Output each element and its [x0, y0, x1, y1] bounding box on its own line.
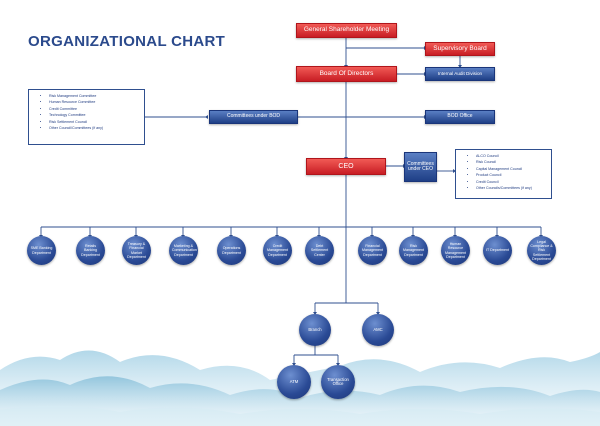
list-item: Credit Committee [49, 106, 138, 112]
node-bod-office: BOD Office [425, 110, 495, 124]
node-board-of-directors: Board Of Directors [296, 66, 397, 82]
atm-label: ATM [289, 378, 299, 384]
list-item: Risk Management Committee [49, 93, 138, 99]
node-amc: AMC [362, 314, 394, 346]
amc-label: AMC [373, 326, 383, 332]
branch-label: Branch [308, 326, 322, 332]
list-item: Risk Council [476, 159, 545, 165]
node-transaction-office: Transaction Office [321, 365, 355, 399]
arrow-head-icon [336, 363, 340, 366]
dept-label: Risk Management Department [403, 244, 424, 257]
dept-risk-management: Risk Management Department [399, 236, 428, 265]
dept-label: SME Banking Department [30, 246, 53, 255]
dept-label: Legal Compliance & Risk Settlement Depar… [530, 239, 553, 261]
node-atm: ATM [277, 365, 311, 399]
dept-label: Credit Management Department [267, 244, 288, 257]
dept-operations: Operations Department [217, 236, 246, 265]
list-item: Product Council [476, 172, 545, 178]
bod-committees-list: Risk Management Committee Human Resource… [28, 89, 145, 145]
arrow-head-icon [376, 312, 380, 315]
dept-label: Marketing & Communication Department [171, 244, 197, 257]
arrow-head-icon [453, 169, 456, 173]
dept-credit-management: Credit Management Department [263, 236, 292, 265]
list-item: Capital Management Council [476, 166, 545, 172]
dept-marketing: Marketing & Communication Department [169, 236, 198, 265]
dept-sme-banking: SME Banking Department [27, 236, 56, 265]
node-ceo: CEO [306, 158, 386, 175]
list-item: Risk Settlement Council [49, 119, 138, 125]
node-internal-audit-division: Internal Audit Division [425, 67, 495, 81]
dept-label: IT Department [486, 248, 509, 253]
dept-label: Debt Settlement Center [310, 244, 329, 257]
list-item: ALCO Council [476, 153, 545, 159]
dept-label: Treasury & Financial Market Department [127, 241, 146, 259]
list-item: Other Councils/Committees (if any) [476, 185, 545, 191]
dept-label: Human Resource Management Department [445, 241, 466, 259]
dept-label: Retails Banking Department [81, 244, 100, 257]
ceo-committees-list: ALCO Council Risk Council Capital Manage… [455, 149, 552, 199]
node-committees-under-ceo: Committees under CEO [404, 152, 437, 182]
list-item: Credit Council [476, 179, 545, 185]
node-supervisory-board: Supervisory Board [425, 42, 495, 56]
list-item: Human Resource Committee [49, 99, 138, 105]
dept-financial-management: Financial Management Department [358, 236, 387, 265]
node-committees-under-bod: Committees under BOD [209, 110, 298, 124]
node-branch: Branch [299, 314, 331, 346]
page-title: ORGANIZATIONAL CHART [28, 33, 226, 50]
node-general-shareholder-meeting: General Shareholder Meeting [296, 23, 397, 38]
dept-label: Financial Management Department [362, 244, 383, 257]
arrow-head-icon [313, 312, 317, 315]
dept-debt-settlement: Debt Settlement Center [305, 236, 334, 265]
arrow-head-icon [292, 363, 296, 366]
dept-treasury: Treasury & Financial Market Department [122, 236, 151, 265]
dept-legal-compliance: Legal Compliance & Risk Settlement Depar… [527, 236, 556, 265]
list-item: Technology Committee [49, 112, 138, 118]
dept-human-resource: Human Resource Management Department [441, 236, 470, 265]
dept-it: IT Department [483, 236, 512, 265]
list-item: Other Council/Committees (if any) [49, 125, 138, 131]
transaction-office-label: Transaction Office [327, 376, 349, 386]
dept-label: Operations Department [222, 246, 241, 255]
dept-retails-banking: Retails Banking Department [76, 236, 105, 265]
arrow-head-icon [205, 115, 208, 119]
arrow-head-icon [458, 65, 462, 68]
